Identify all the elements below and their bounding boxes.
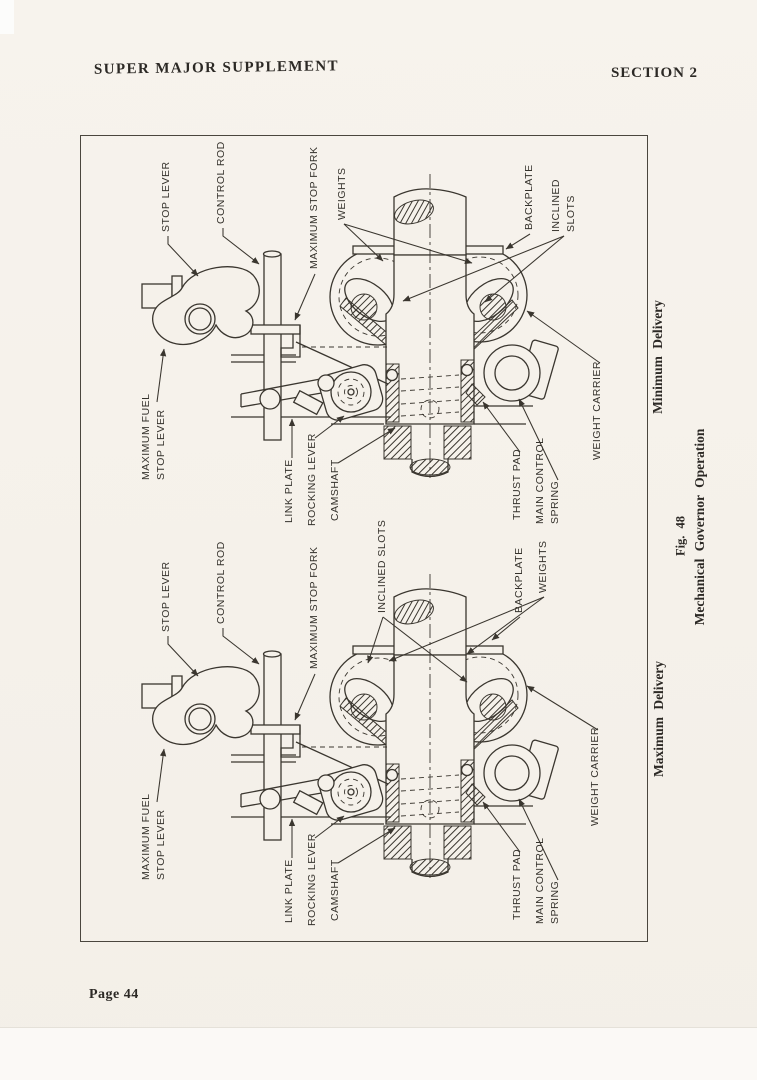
document-title: SUPER MAJOR SUPPLEMENT: [93, 58, 340, 78]
leader-maximum-fuel: [156, 748, 167, 803]
page-number: Page 44: [89, 987, 139, 1002]
leader-rocking-lever: [314, 815, 345, 839]
label-backplate: BACKPLATE: [523, 164, 535, 230]
leader-inclined-slots-1: [367, 616, 384, 664]
leader-maximum-stop-fork: [294, 273, 316, 321]
caption-maximum-delivery: Maximum Delivery: [651, 660, 666, 778]
scan-corner-artifact: [0, 0, 14, 34]
label-spring: SPRING: [549, 881, 561, 924]
label-rocking-lever: ROCKING LEVER: [306, 433, 318, 526]
label-thrust-pad: THRUST PAD: [511, 849, 523, 920]
label-control-rod: CONTROL ROD: [215, 141, 227, 224]
scan-edge: [0, 1027, 757, 1080]
governor-figure: STOP LEVER CONTROL ROD MAXIMUM STOP FORK…: [140, 141, 603, 926]
caption-minimum-delivery: Minimum Delivery: [650, 300, 665, 414]
label-rocking-lever: ROCKING LEVER: [306, 833, 318, 926]
figure-number: Fig. 48: [673, 515, 688, 557]
section-label: SECTION 2: [611, 65, 698, 81]
figure-border-box: STOP LEVER CONTROL ROD MAXIMUM STOP FORK…: [80, 135, 648, 942]
label-spring: SPRING: [549, 481, 561, 524]
label-link-plate: LINK PLATE: [283, 859, 295, 923]
leader-weight-carrier: [526, 310, 601, 364]
leader-weight-carrier: [526, 685, 599, 731]
leader-thrust-pad: [482, 801, 521, 853]
leader-stop-lever: [167, 236, 199, 277]
leader-control-rod: [222, 228, 260, 265]
label-backplate: BACKPLATE: [513, 547, 525, 613]
label-maximum-fuel-line2: STOP LEVER: [155, 809, 167, 880]
label-maximum-stop-fork: MAXIMUM STOP FORK: [308, 547, 320, 669]
top-diagram-labels: STOP LEVER CONTROL ROD MAXIMUM STOP FORK…: [140, 141, 603, 526]
leader-thrust-pad: [482, 401, 521, 453]
leader-weights-1: [466, 596, 545, 655]
leader-backplate: [491, 616, 521, 641]
label-weight-carrier: WEIGHT CARRIER: [589, 727, 601, 826]
label-weights: WEIGHTS: [537, 541, 549, 594]
label-maximum-fuel: MAXIMUM FUEL: [140, 793, 152, 880]
label-inclined-slots: INCLINED SLOTS: [376, 520, 388, 613]
label-maximum-fuel: MAXIMUM FUEL: [140, 393, 152, 480]
label-weight-carrier: WEIGHT CARRIER: [591, 361, 603, 460]
leader-maximum-stop-fork: [294, 673, 316, 721]
label-inclined: INCLINED: [550, 179, 562, 232]
leader-weights-2: [388, 596, 545, 662]
leader-maximum-fuel: [156, 348, 167, 403]
leader-backplate: [505, 233, 531, 250]
leader-camshaft: [337, 427, 396, 464]
mechanism-minimum-delivery: [141, 173, 560, 479]
leader-camshaft: [337, 827, 396, 864]
label-thrust-pad: THRUST PAD: [511, 449, 523, 520]
leader-weights-2: [343, 223, 473, 264]
label-maximum-stop-fork: MAXIMUM STOP FORK: [308, 147, 320, 269]
leader-main-control-spring: [518, 798, 559, 881]
label-control-rod: CONTROL ROD: [215, 541, 227, 624]
label-stop-lever: STOP LEVER: [160, 161, 172, 232]
leader-control-rod: [222, 628, 260, 665]
leader-inclined-slots-2: [484, 235, 565, 303]
figure-title: Mechanical Governor Operation: [692, 428, 707, 626]
leader-stop-lever: [167, 636, 199, 677]
label-slots: SLOTS: [565, 195, 577, 232]
label-main-control: MAIN CONTROL: [534, 437, 546, 524]
mechanism-maximum-delivery: [141, 573, 560, 879]
leader-inclined-slots-2: [382, 616, 468, 683]
label-camshaft: CAMSHAFT: [329, 459, 341, 521]
leader-main-control-spring: [518, 398, 559, 481]
label-camshaft: CAMSHAFT: [329, 859, 341, 921]
label-main-control: MAIN CONTROL: [534, 837, 546, 924]
bottom-diagram-labels: STOP LEVER CONTROL ROD MAXIMUM STOP FORK…: [140, 520, 601, 926]
label-link-plate: LINK PLATE: [283, 459, 295, 523]
leader-inclined-slots-1: [402, 235, 565, 302]
label-weights: WEIGHTS: [336, 168, 348, 221]
leader-rocking-lever: [314, 415, 345, 439]
leader-weights-1: [343, 223, 384, 262]
label-stop-lever: STOP LEVER: [160, 561, 172, 632]
label-maximum-fuel-line2: STOP LEVER: [155, 409, 167, 480]
